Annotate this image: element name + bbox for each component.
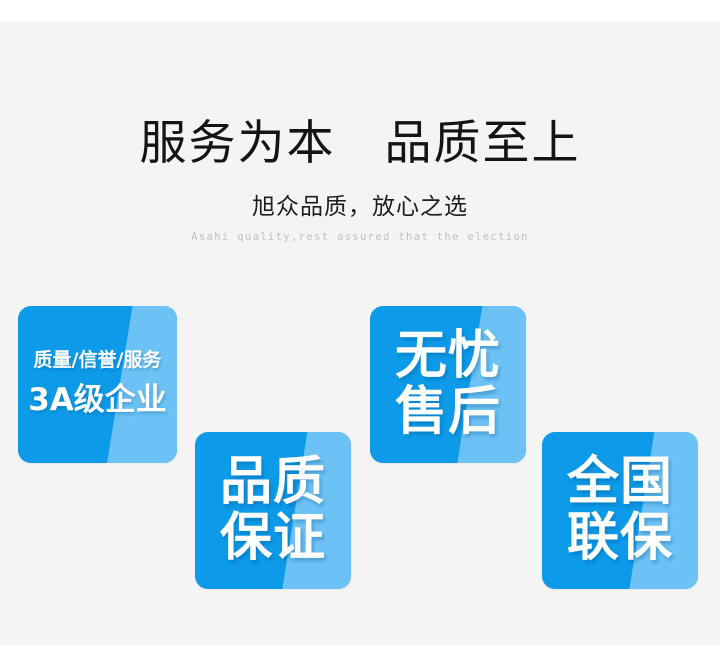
bottom-edge-spacer — [0, 645, 720, 663]
subtitle-english: Asahi quality,rest assured that the elec… — [191, 230, 529, 243]
card-quality-guarantee[interactable]: 品质 保证 — [195, 432, 351, 589]
top-edge-spacer — [0, 0, 720, 22]
card-line-secondary: 3A级企业 — [28, 382, 167, 419]
page-title: 服务为本 品质至上 — [139, 116, 581, 171]
card-line-secondary: 联保 — [566, 507, 673, 568]
card-line-secondary: 售后 — [394, 381, 501, 442]
subtitle-chinese: 旭众品质，放心之选 — [252, 193, 468, 220]
header-block: 服务为本 品质至上 旭众品质，放心之选 Asahi quality,rest a… — [0, 116, 720, 243]
card-line-primary: 无忧 — [394, 326, 501, 387]
card-line-secondary: 保证 — [219, 507, 326, 568]
card-nationwide-warranty[interactable]: 全国 联保 — [542, 432, 698, 589]
card-line-primary: 质量/信誉/服务 — [33, 349, 162, 372]
card-line-primary: 品质 — [219, 452, 326, 513]
card-text-block: 品质 保证 — [195, 432, 351, 589]
card-text-block: 全国 联保 — [542, 432, 698, 589]
card-text-block: 质量/信誉/服务 3A级企业 — [18, 306, 177, 463]
card-text-block: 无忧 售后 — [370, 306, 526, 463]
card-3a-enterprise[interactable]: 质量/信誉/服务 3A级企业 — [18, 306, 177, 463]
card-worry-free-service[interactable]: 无忧 售后 — [370, 306, 526, 463]
card-line-primary: 全国 — [566, 452, 673, 513]
